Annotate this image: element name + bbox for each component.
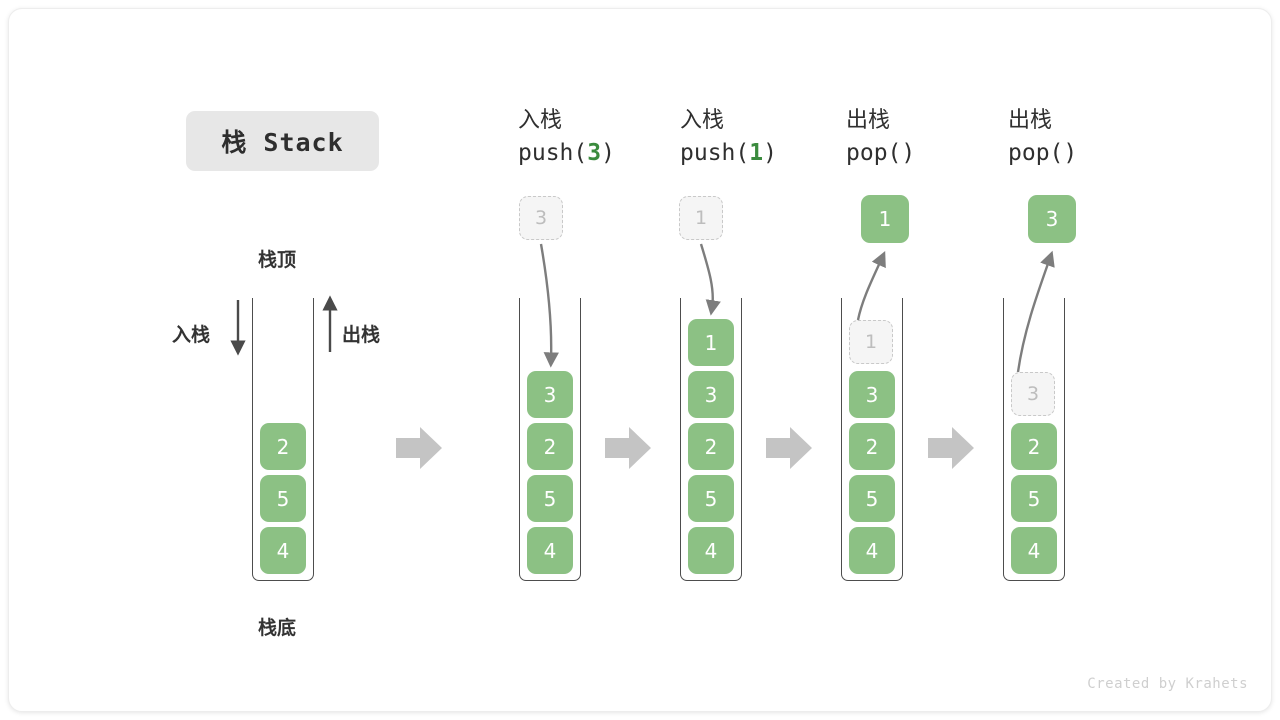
credit-label: Created by Krahets [1087,676,1248,692]
stack-cell: 2 [849,423,895,470]
stage-header-cn: 出栈 [1008,108,1053,133]
stack-cell: 2 [527,423,573,470]
stage-header-pop-1: 出栈 pop() [846,106,1016,170]
stage-header-cn: 入栈 [680,108,725,133]
stack-cell: 3 [688,371,734,418]
stage-header-push-1: 入栈 push(1) [680,106,850,170]
stack-container-push-1 [680,298,742,581]
stage-header-code: push(1) [680,136,850,170]
stack-top-label: 栈顶 [258,249,297,271]
stack-cell: 5 [260,475,306,522]
stack-cell: 2 [1011,423,1057,470]
stage-header-push-3: 入栈 push(3) [518,106,688,170]
stack-cell: 2 [688,423,734,470]
code-arg: 1 [749,140,764,166]
push-legend-label: 入栈 [172,324,211,346]
popped-cell: 3 [1028,195,1076,243]
stack-cell: 4 [849,527,895,574]
code-suffix: ) [601,140,615,166]
ghost-cell-incoming: 3 [519,196,563,240]
stack-cell: 5 [688,475,734,522]
code-prefix: push( [680,140,750,166]
stack-container-initial [252,298,314,581]
stage-header-code: pop() [846,136,1016,170]
popped-cell: 1 [861,195,909,243]
stack-cell: 2 [260,423,306,470]
code-prefix: pop( [846,140,902,166]
code-suffix: ) [901,140,916,166]
stack-cell: 4 [260,527,306,574]
code-prefix: pop( [1008,140,1064,166]
stage-header-cn: 出栈 [846,108,891,133]
stack-cell: 5 [1011,475,1057,522]
stack-container-pop-3 [1003,298,1065,581]
ghost-cell-removed: 3 [1011,372,1055,416]
code-suffix: ) [763,140,777,166]
stack-bottom-label: 栈底 [258,617,297,639]
stage-header-code: push(3) [518,136,688,170]
ghost-cell-removed: 1 [849,320,893,364]
stack-cell: 5 [527,475,573,522]
stack-cell: 3 [849,371,895,418]
stack-container-pop-1 [841,298,903,581]
stage-header-cn: 入栈 [518,108,563,133]
stack-cell: 4 [688,527,734,574]
code-prefix: push( [518,140,588,166]
ghost-cell-incoming: 1 [679,196,723,240]
title-badge: 栈 Stack [186,111,379,171]
stage-header-pop-3: 出栈 pop() [1008,106,1178,170]
stack-cell: 4 [527,527,573,574]
pop-legend-label: 出栈 [342,324,381,346]
code-suffix: ) [1063,140,1078,166]
stack-cell: 1 [688,319,734,366]
stack-cell: 3 [527,371,573,418]
stack-cell: 5 [849,475,895,522]
code-arg: 3 [587,140,602,166]
stack-container-push-3 [519,298,581,581]
stack-cell: 4 [1011,527,1057,574]
stage-header-code: pop() [1008,136,1178,170]
